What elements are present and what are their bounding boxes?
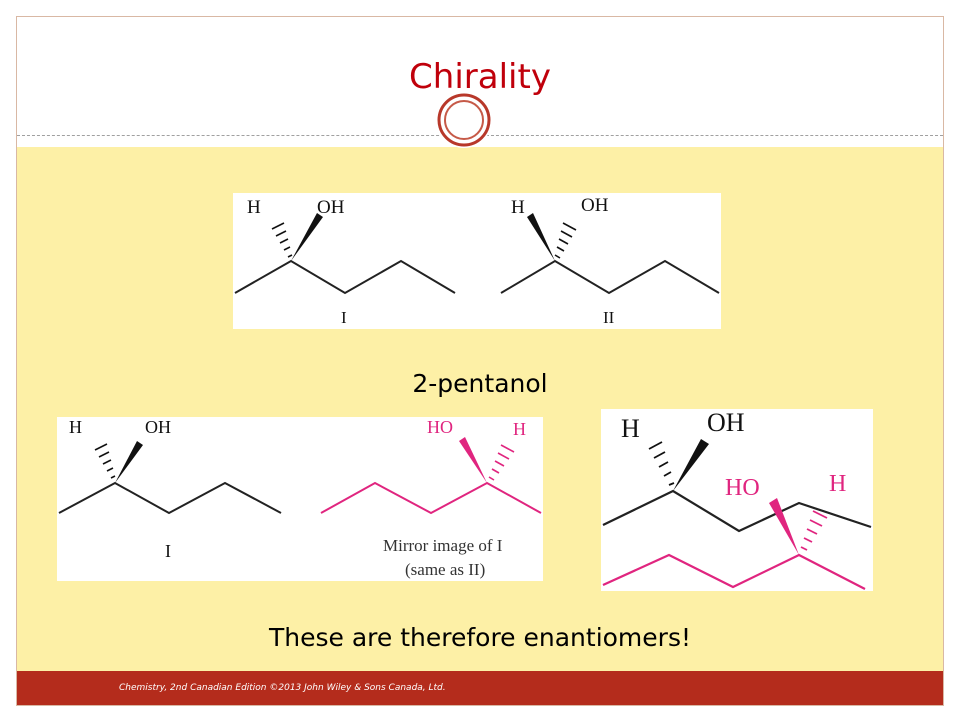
- h-label: H: [829, 471, 846, 497]
- h-label: H: [621, 414, 640, 443]
- slide-frame: Chirality H OH I: [16, 16, 944, 706]
- numeral-label: II: [603, 308, 615, 327]
- slide-title: Chirality: [409, 57, 551, 97]
- h-label: H: [511, 197, 525, 218]
- compound-name: 2-pentanol: [412, 369, 548, 398]
- content-area: H OH I H OH II 2-pentanol: [17, 147, 943, 671]
- oh-label: OH: [581, 195, 609, 216]
- numeral-label: I: [165, 541, 171, 561]
- ho-label: HO: [427, 417, 453, 437]
- ho-label: HO: [725, 475, 760, 501]
- figure-2-pentanol-enantiomers: H OH I H OH II: [233, 193, 721, 329]
- h-label: H: [513, 419, 526, 439]
- h-label: H: [69, 417, 82, 437]
- superposition-drawing: H OH HO H: [602, 409, 872, 590]
- mirror-caption-line1: Mirror image of I: [383, 536, 503, 555]
- h-label: H: [247, 197, 261, 218]
- mirror-caption-line2: (same as II): [405, 560, 485, 579]
- figure-superposition: H OH HO H: [601, 409, 873, 591]
- circle-ornament-icon: [436, 92, 492, 148]
- conclusion-text: These are therefore enantiomers!: [268, 623, 691, 652]
- enantiomer-drawing: H OH I H OH II: [234, 195, 720, 327]
- mirror-image-drawing: H OH I HO H Mirror image of I (same as I…: [58, 417, 542, 579]
- copyright-text: Chemistry, 2nd Canadian Edition ©2013 Jo…: [119, 683, 446, 693]
- footer-bar: Chemistry, 2nd Canadian Edition ©2013 Jo…: [17, 671, 943, 705]
- numeral-label: I: [341, 308, 347, 327]
- oh-label: OH: [145, 417, 171, 437]
- oh-label: OH: [317, 197, 345, 218]
- figure-mirror-image: H OH I HO H Mirror image of I (same as I…: [57, 417, 543, 581]
- oh-label: OH: [707, 409, 745, 437]
